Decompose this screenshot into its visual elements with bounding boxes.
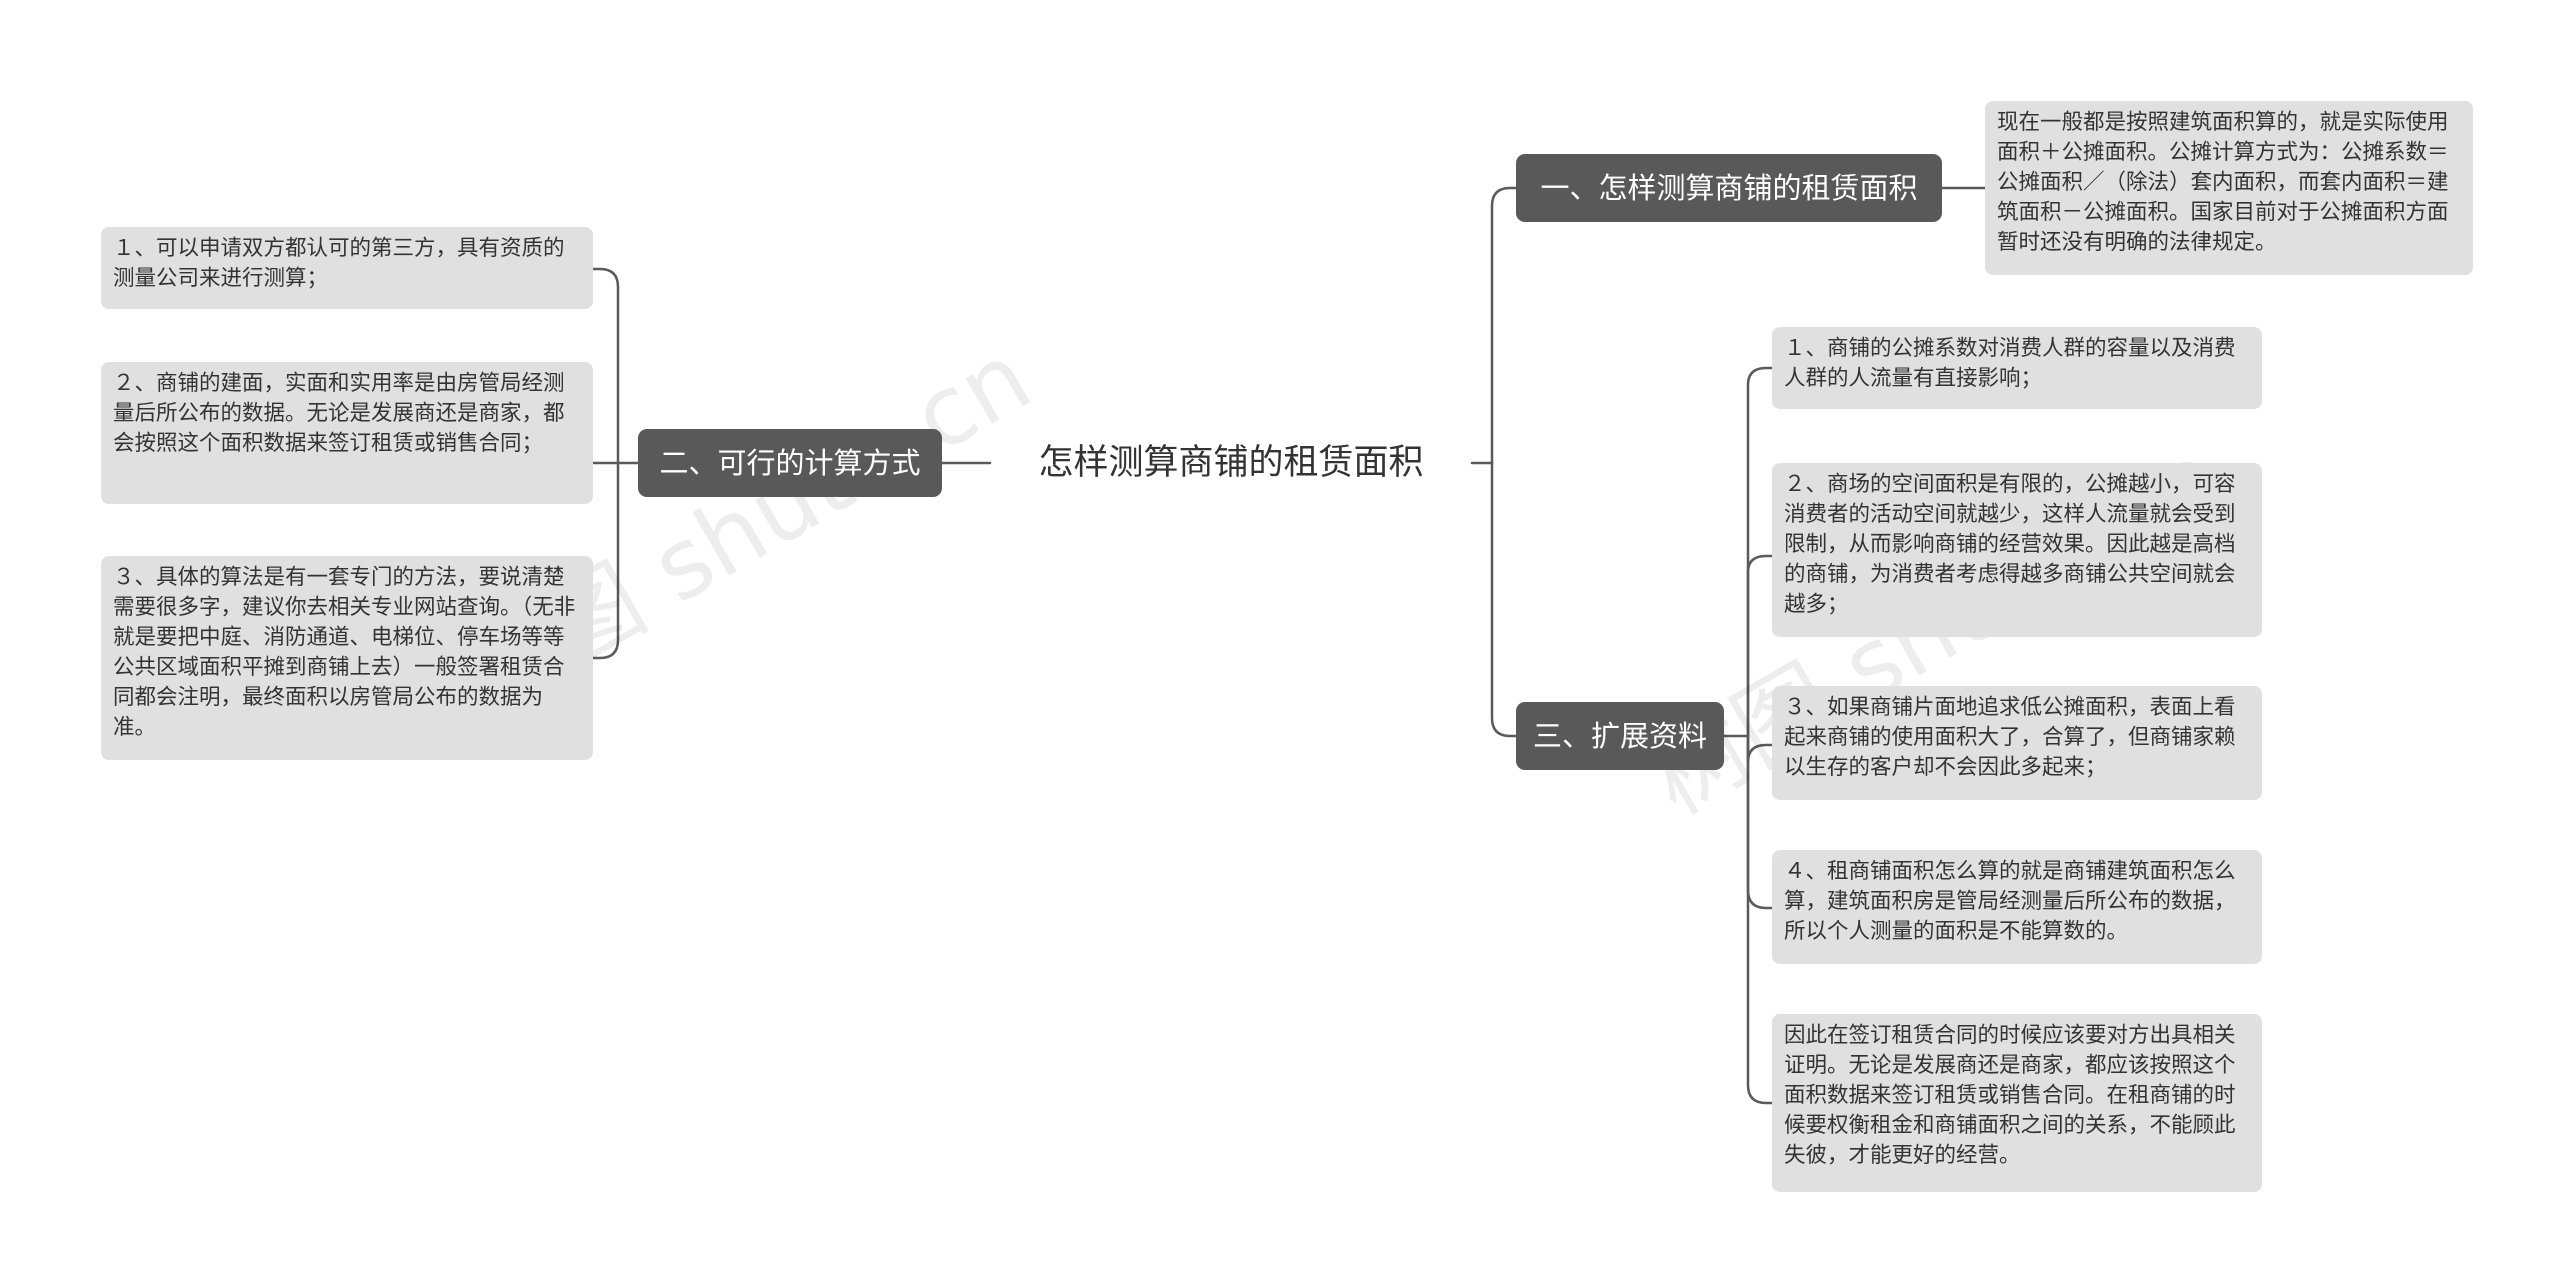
leaf-topic[interactable]: １、可以申请双方都认可的第三方，具有资质的测量公司来进行测算； (101, 227, 593, 309)
branch-topic-2[interactable]: 二、可行的计算方式 (638, 429, 942, 497)
connector-trunk-b3 (1490, 461, 1518, 738)
connector-trunk-b1 (1490, 186, 1518, 465)
connector-b2-leaf1 (591, 267, 620, 465)
branch-topic-3[interactable]: 三、扩展资料 (1516, 702, 1724, 770)
leaf-topic[interactable]: 现在一般都是按照建筑面积算的，就是实际使用面积＋公摊面积。公摊计算方式为：公摊系… (1985, 101, 2473, 275)
central-topic[interactable]: 怎样测算商铺的租赁面积 (1038, 443, 1424, 483)
branch-topic-1[interactable]: 一、怎样测算商铺的租赁面积 (1516, 154, 1942, 222)
leaf-topic[interactable]: １、商铺的公摊系数对消费人群的容量以及消费人群的人流量有直接影响； (1772, 327, 2262, 409)
leaf-topic[interactable]: ３、具体的算法是有一套专门的方法，要说清楚需要很多字，建议你去相关专业网站查询。… (101, 556, 593, 760)
leaf-topic[interactable]: ４、租商铺面积怎么算的就是商铺建筑面积怎么算，建筑面积房是管局经测量后所公布的数… (1772, 850, 2262, 964)
leaf-topic[interactable]: ２、商场的空间面积是有限的，公摊越小，可容消费者的活动空间就越少，这样人流量就会… (1772, 463, 2262, 637)
leaf-topic[interactable]: ３、如果商铺片面地追求低公摊面积，表面上看起来商铺的使用面积大了，合算了，但商铺… (1772, 686, 2262, 800)
leaf-topic[interactable]: 因此在签订租赁合同的时候应该要对方出具相关证明。无论是发展商还是商家，都应该按照… (1772, 1014, 2262, 1192)
leaf-topic[interactable]: ２、商铺的建面，实面和实用率是由房管局经测量后所公布的数据。无论是发展商还是商家… (101, 362, 593, 504)
